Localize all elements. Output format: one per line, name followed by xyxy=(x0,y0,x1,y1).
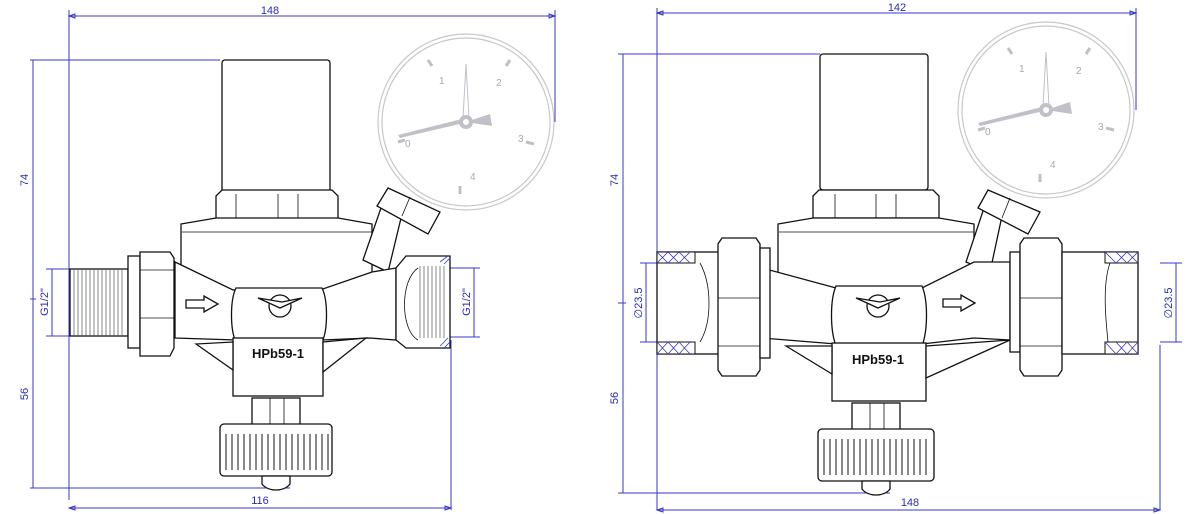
valve-body: HPb59-1 xyxy=(761,261,1011,402)
outlet-connection xyxy=(1009,237,1139,377)
dimension-label-outlet-diameter: ∅23.5 xyxy=(1163,288,1175,319)
valve-body: HPb59-1 xyxy=(174,260,397,397)
valve-bonnet xyxy=(777,53,975,291)
dimension-overall-width: 148 xyxy=(67,5,557,500)
valve-view-union: 142 74 56 148 ∅23.5 ∅23.5 xyxy=(600,0,1200,514)
outlet-connection xyxy=(395,255,451,349)
gauge-label-2: 2 xyxy=(1076,66,1082,77)
gauge-label-1: 1 xyxy=(1019,64,1025,75)
body-marking: HPb59-1 xyxy=(252,346,304,361)
dimension-body-width: 148 xyxy=(655,345,1162,513)
adjustment-knob xyxy=(817,402,935,496)
dimension-height: 74 56 xyxy=(19,59,290,489)
dimension-label-142: 142 xyxy=(888,2,906,14)
dimension-body-width: 116 xyxy=(67,340,453,511)
valve-bonnet xyxy=(180,59,373,291)
dimension-label-56: 56 xyxy=(609,392,621,404)
gauge-label-2: 2 xyxy=(496,78,502,89)
body-marking: HPb59-1 xyxy=(852,352,904,367)
gauge-label-3: 3 xyxy=(1098,122,1104,133)
pressure-gauge: 0 1 2 3 4 xyxy=(957,21,1135,199)
dimension-label-inlet-diameter: ∅23.5 xyxy=(633,288,645,319)
dimension-label-56: 56 xyxy=(19,388,31,400)
dimension-label-74: 74 xyxy=(609,174,621,186)
dimension-inlet-thread: G1/2" xyxy=(39,268,72,337)
gauge-label-0: 0 xyxy=(405,139,411,150)
adjustment-knob xyxy=(219,397,333,491)
gauge-label-4: 4 xyxy=(470,172,476,183)
gauge-label-1: 1 xyxy=(439,76,445,87)
dimension-inlet-diameter: ∅23.5 xyxy=(633,262,660,343)
dimension-label-148: 148 xyxy=(261,5,279,17)
dimension-label-inlet-thread: G1/2" xyxy=(39,288,51,316)
manufacturer-logo-icon xyxy=(855,294,901,318)
dimension-label-outlet-thread: G1/2" xyxy=(461,288,473,316)
valve-drawing-left: 148 74 56 116 G1/2" G1/2" xyxy=(19,5,557,511)
dimension-label-74: 74 xyxy=(19,174,31,186)
gauge-port xyxy=(362,187,441,273)
pressure-gauge: 0 1 2 3 4 xyxy=(377,33,555,211)
flow-arrow-icon xyxy=(185,294,220,314)
dimension-height: 74 56 xyxy=(609,53,890,494)
dimension-label-116: 116 xyxy=(251,495,269,507)
dimension-outlet-diameter: ∅23.5 xyxy=(1160,262,1182,343)
gauge-label-4: 4 xyxy=(1050,160,1056,171)
valve-drawing-right: 142 74 56 148 ∅23.5 ∅23.5 xyxy=(609,2,1182,513)
gauge-port xyxy=(965,189,1041,273)
valve-view-threaded: 148 74 56 116 G1/2" G1/2" xyxy=(19,5,557,511)
inlet-connection xyxy=(69,251,175,357)
manufacturer-logo-icon xyxy=(257,294,303,318)
inlet-connection xyxy=(656,237,771,377)
dimension-label-148: 148 xyxy=(901,497,919,509)
gauge-label-0: 0 xyxy=(985,127,991,138)
gauge-label-3: 3 xyxy=(518,134,524,145)
flow-arrow-icon xyxy=(942,293,977,313)
